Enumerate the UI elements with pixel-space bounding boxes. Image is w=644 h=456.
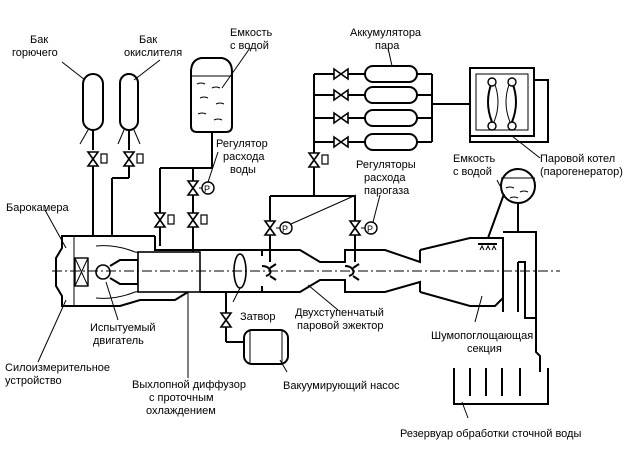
label-vacuum-pump: Вакуумирующий насос [283,380,400,392]
drain-line [535,318,541,372]
fuel-tank-leader [61,61,86,81]
label-steam-boiler: Паровой котел (парогенератор) [540,153,623,178]
svg-text:P: P [367,224,373,234]
regulators-leader-2 [372,194,381,223]
svg-text:P: P [204,184,210,194]
steam-ejector [261,249,421,293]
label-fuel-tank: Бак горючего [12,34,58,59]
label-wastewater-reservoir: Резервуар обработки сточной воды [400,428,581,440]
water-tank-top-leader [221,47,251,89]
gate-valve-leader [232,287,241,303]
accumulators-leader [387,47,393,67]
ejector-leader [307,284,339,311]
tested-engine [95,245,151,299]
label-water-tank-right: Емкость с водой [453,153,498,178]
regulators-leader-1 [290,194,357,225]
water-regulator-leader [207,151,219,183]
silencer-leader [474,295,483,323]
vacuum-pump [243,329,289,365]
engine-leader [105,281,119,321]
wastewater-reservoir [453,368,549,405]
label-force-device: Силоизмерительное устройство [5,362,113,387]
svg-text:P: P [282,224,288,234]
oxidizer-tank [111,73,144,236]
label-silencer: Шумопоглощающая секция [431,330,536,355]
label-barochamber: Барокамера [6,202,70,214]
label-water-flow-regulator: Регулятор расхода воды [216,138,271,176]
reservoir-leader [461,401,469,419]
label-tested-engine: Испытуемый двигатель [90,322,159,347]
vacuum-pump-leader [279,359,288,373]
label-oxidizer-tank: Бак окислителя [124,34,182,59]
boiler-leader [511,135,541,159]
water-tank-top [190,57,233,168]
force-device-leader [37,299,67,363]
label-vapor-gas-regulators: Регуляторы расхода парогаза [356,159,419,197]
label-steam-accumulators: Аккумулятора пара [350,27,424,52]
label-water-tank-top: Емкость с водой [230,27,275,52]
exhaust-diffuser [105,236,263,307]
barochamber-leader [44,209,67,249]
barochamber [55,235,155,307]
label-ejector: Двухступенчатый паровой эжектор [295,307,387,332]
water-tank-right [500,168,536,204]
silencer-section [419,231,537,319]
steam-accumulators [313,65,470,160]
label-gate-valve: Затвор [240,311,276,323]
oxidizer-tank-leader [133,59,161,81]
fuel-tank [79,73,108,236]
label-exhaust-diffuser: Выхлопной диффузор с проточным охлаждени… [132,379,249,417]
steam-boiler [469,67,549,143]
water-tank-right-line [487,193,505,239]
